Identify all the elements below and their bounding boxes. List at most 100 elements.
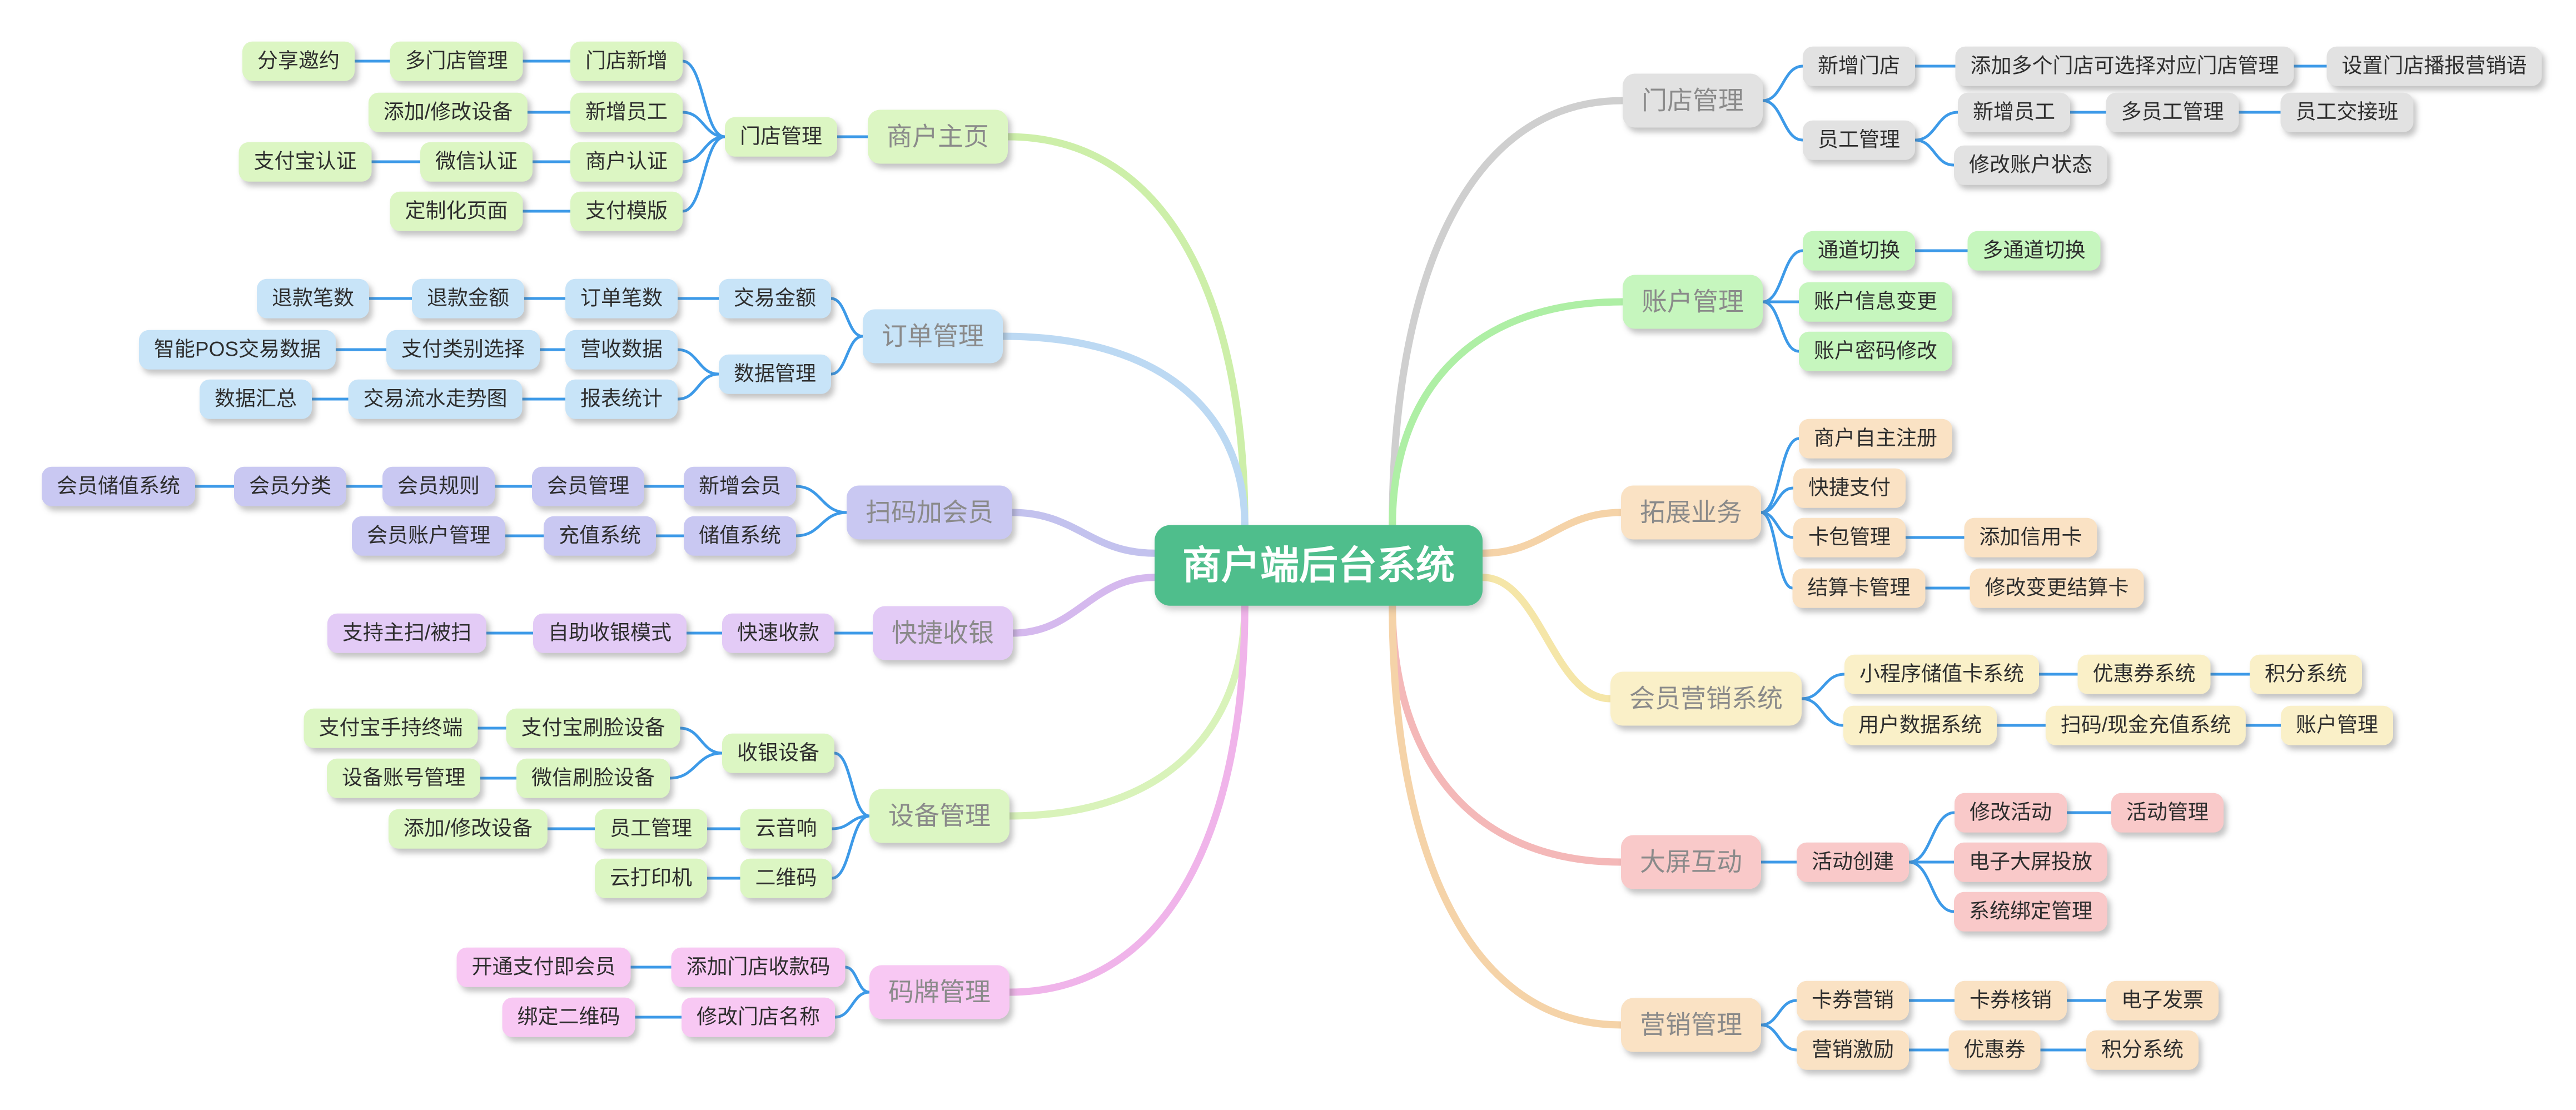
mindmap-node-store-collect-code-add[interactable]: 添加门店收款码	[671, 947, 846, 987]
mindmap-node-smart-pos-data[interactable]: 智能POS交易数据	[138, 330, 336, 370]
mindmap-node-merchant-backend-system[interactable]: 商户端后台系统	[1155, 525, 1483, 606]
mindmap-node-member-account-mgmt[interactable]: 会员账户管理	[352, 516, 505, 556]
mindmap-node-alipay-auth[interactable]: 支付宝认证	[238, 142, 372, 182]
mindmap-node-settle-card-mgmt[interactable]: 结算卡管理	[1792, 568, 1926, 608]
mindmap-node-system-bind-mgmt[interactable]: 系统绑定管理	[1954, 892, 2107, 932]
mindmap-node-device-add-modify-a[interactable]: 添加/修改设备	[368, 92, 528, 132]
mindmap-node-member-category[interactable]: 会员分类	[234, 466, 346, 506]
mindmap-node-member-mgmt[interactable]: 会员管理	[532, 466, 644, 506]
mindmap-node-activity-modify[interactable]: 修改活动	[1955, 793, 2067, 833]
mindmap-node-e-screen-launch[interactable]: 电子大屏投放	[1954, 842, 2107, 882]
mindmap-node-coupon-system[interactable]: 优惠券系统	[2077, 654, 2211, 694]
connector-line	[833, 751, 871, 818]
connector-line	[1389, 602, 1625, 866]
mindmap-node-trade-flow-chart[interactable]: 交易流水走势图	[348, 379, 523, 419]
mindmap-node-recharge-system[interactable]: 充值系统	[544, 516, 656, 556]
mindmap-node-store-add[interactable]: 门店新增	[570, 41, 683, 81]
mindmap-node-marketing-mgmt[interactable]: 营销管理	[1621, 998, 1761, 1052]
mindmap-node-refund-count[interactable]: 退款笔数	[257, 278, 369, 318]
connector-line	[1761, 99, 1804, 142]
mindmap-node-qr-plate-mgmt[interactable]: 码牌管理	[869, 965, 1009, 1019]
mindmap-node-stored-value-system[interactable]: 储值系统	[684, 516, 796, 556]
mindmap-node-credit-card-add[interactable]: 添加信用卡	[1964, 517, 2097, 558]
mindmap-node-revenue-data[interactable]: 营收数据	[565, 330, 678, 370]
mindmap-node-order-mgmt[interactable]: 订单管理	[863, 309, 1003, 364]
mindmap-node-channel-switch[interactable]: 通道切换	[1803, 231, 1915, 271]
mindmap-node-multi-staff-mgmt[interactable]: 多员工管理	[2106, 92, 2239, 132]
mindmap-node-points-system-marketing[interactable]: 积分系统	[2086, 1030, 2199, 1070]
mindmap-node-merchant-self-register[interactable]: 商户自主注册	[1799, 419, 1952, 459]
mindmap-node-account-password-modify[interactable]: 账户密码修改	[1799, 331, 1952, 371]
mindmap-node-alipay-handheld[interactable]: 支付宝手持终端	[304, 708, 478, 748]
mindmap-node-cloud-printer[interactable]: 云打印机	[595, 858, 707, 898]
mindmap-node-multi-channel-switch[interactable]: 多通道切换	[1967, 231, 2101, 271]
mindmap-node-member-marketing-system[interactable]: 会员营销系统	[1610, 671, 1802, 726]
mindmap-node-card-coupon-verify[interactable]: 卡券核销	[1955, 980, 2067, 1021]
mindmap-node-refund-amount[interactable]: 退款金额	[412, 278, 524, 318]
mindmap-node-cashier-device[interactable]: 收银设备	[722, 733, 834, 773]
mindmap-node-wechat-auth[interactable]: 微信认证	[420, 142, 533, 182]
mindmap-node-marketing-incentive[interactable]: 营销激励	[1797, 1030, 1909, 1070]
mindmap-node-alipay-face-device[interactable]: 支付宝刷脸设备	[506, 708, 680, 748]
mindmap-node-payment-type-select[interactable]: 支付类别选择	[386, 330, 540, 370]
mindmap-node-staff-add-right[interactable]: 新增员工	[1958, 92, 2070, 132]
mindmap-node-merchant-auth[interactable]: 商户认证	[570, 142, 683, 182]
mindmap-node-payment-template[interactable]: 支付模版	[570, 191, 683, 231]
mindmap-node-expand-business[interactable]: 拓展业务	[1621, 485, 1761, 540]
mindmap-node-quick-pay[interactable]: 快捷支付	[1793, 468, 1906, 508]
mindmap-node-merchant-homepage[interactable]: 商户主页	[868, 109, 1008, 164]
mindmap-node-store-add-right[interactable]: 新增门店	[1803, 46, 1915, 86]
mindmap-node-coupon[interactable]: 优惠券	[1948, 1030, 2041, 1070]
mindmap-node-staff-add-left[interactable]: 新增员工	[570, 92, 683, 132]
mindmap-node-wechat-face-device[interactable]: 微信刷脸设备	[516, 758, 670, 798]
mindmap-node-data-mgmt[interactable]: 数据管理	[719, 354, 831, 394]
mindmap-node-account-mgmt-member[interactable]: 账户管理	[2281, 705, 2393, 745]
mindmap-node-device-mgmt[interactable]: 设备管理	[869, 789, 1009, 843]
mindmap-node-card-wallet-mgmt[interactable]: 卡包管理	[1793, 517, 1906, 558]
mindmap-node-multi-store-mgmt[interactable]: 多门店管理	[390, 41, 523, 81]
mindmap-node-pay-become-member[interactable]: 开通支付即会员	[456, 947, 631, 987]
mindmap-node-e-invoice[interactable]: 电子发票	[2106, 980, 2219, 1021]
mindmap-node-self-cashier-mode[interactable]: 自助收银模式	[533, 613, 687, 653]
mindmap-node-quick-collect[interactable]: 快速收款	[722, 613, 834, 653]
mindmap-node-scan-be-scanned[interactable]: 支持主扫/被扫	[327, 613, 487, 653]
mindmap-node-scan-add-member[interactable]: 扫码加会员	[847, 485, 1012, 540]
mindmap-node-device-account-mgmt[interactable]: 设备账号管理	[327, 758, 480, 798]
mindmap-node-store-name-modify[interactable]: 修改门店名称	[682, 997, 835, 1037]
mindmap-node-scan-cash-recharge-system[interactable]: 扫码/现金充值系统	[2045, 705, 2246, 745]
mindmap-node-activity-mgmt[interactable]: 活动管理	[2111, 793, 2224, 833]
branch-curves-layer	[999, 97, 1627, 1029]
mindmap-node-account-mgmt[interactable]: 账户管理	[1623, 275, 1763, 329]
mindmap-node-cloud-speaker[interactable]: 云音响	[740, 809, 832, 849]
mindmap-node-custom-page[interactable]: 定制化页面	[390, 191, 523, 231]
mindmap-node-trade-amount[interactable]: 交易金额	[719, 278, 831, 318]
mindmap-node-order-count[interactable]: 订单笔数	[565, 278, 678, 318]
mindmap-node-quick-cashier[interactable]: 快捷收银	[873, 606, 1013, 660]
mindmap-node-member-add[interactable]: 新增会员	[684, 466, 796, 506]
mindmap-node-store-mgmt-left[interactable]: 门店管理	[725, 117, 837, 157]
mindmap-node-miniapp-stored-card-system[interactable]: 小程序储值卡系统	[1844, 654, 2039, 694]
mindmap-node-staff-mgmt-right[interactable]: 员工管理	[1803, 120, 1915, 160]
mindmap-node-qr-code[interactable]: 二维码	[740, 858, 832, 898]
mindmap-node-activity-create[interactable]: 活动创建	[1797, 842, 1909, 882]
mindmap-node-settle-card-modify[interactable]: 修改变更结算卡	[1970, 568, 2144, 608]
mindmap-node-qr-bind[interactable]: 绑定二维码	[502, 997, 635, 1037]
mindmap-node-report-stats[interactable]: 报表统计	[565, 379, 678, 419]
mindmap-node-account-status-modify[interactable]: 修改账户状态	[1954, 145, 2107, 185]
mindmap-node-store-broadcast-slogan[interactable]: 设置门店播报营销语	[2326, 46, 2542, 86]
mindmap-node-account-info-change[interactable]: 账户信息变更	[1799, 282, 1952, 322]
mindmap-node-store-mgmt-right[interactable]: 门店管理	[1623, 73, 1763, 128]
mindmap-node-user-data-system[interactable]: 用户数据系统	[1843, 705, 1997, 745]
mindmap-node-card-coupon-marketing[interactable]: 卡券营销	[1797, 980, 1909, 1021]
mindmap-node-share-invite[interactable]: 分享邀约	[242, 41, 355, 81]
mindmap-node-data-summary[interactable]: 数据汇总	[200, 379, 312, 419]
mindmap-node-staff-mgmt-device[interactable]: 员工管理	[595, 809, 707, 849]
mindmap-node-staff-shift[interactable]: 员工交接班	[2280, 92, 2414, 132]
mindmap-node-multi-store-select[interactable]: 添加多个门店可选择对应门店管理	[1955, 46, 2294, 86]
mindmap-node-member-rules[interactable]: 会员规则	[382, 466, 495, 506]
mindmap-node-points-system-member[interactable]: 积分系统	[2250, 654, 2362, 694]
mindmap-node-device-add-modify-e[interactable]: 添加/修改设备	[388, 809, 548, 849]
mindmap-node-big-screen-interact[interactable]: 大屏互动	[1621, 835, 1761, 889]
mindmap-node-member-stored-value-system[interactable]: 会员储值系统	[42, 466, 195, 506]
